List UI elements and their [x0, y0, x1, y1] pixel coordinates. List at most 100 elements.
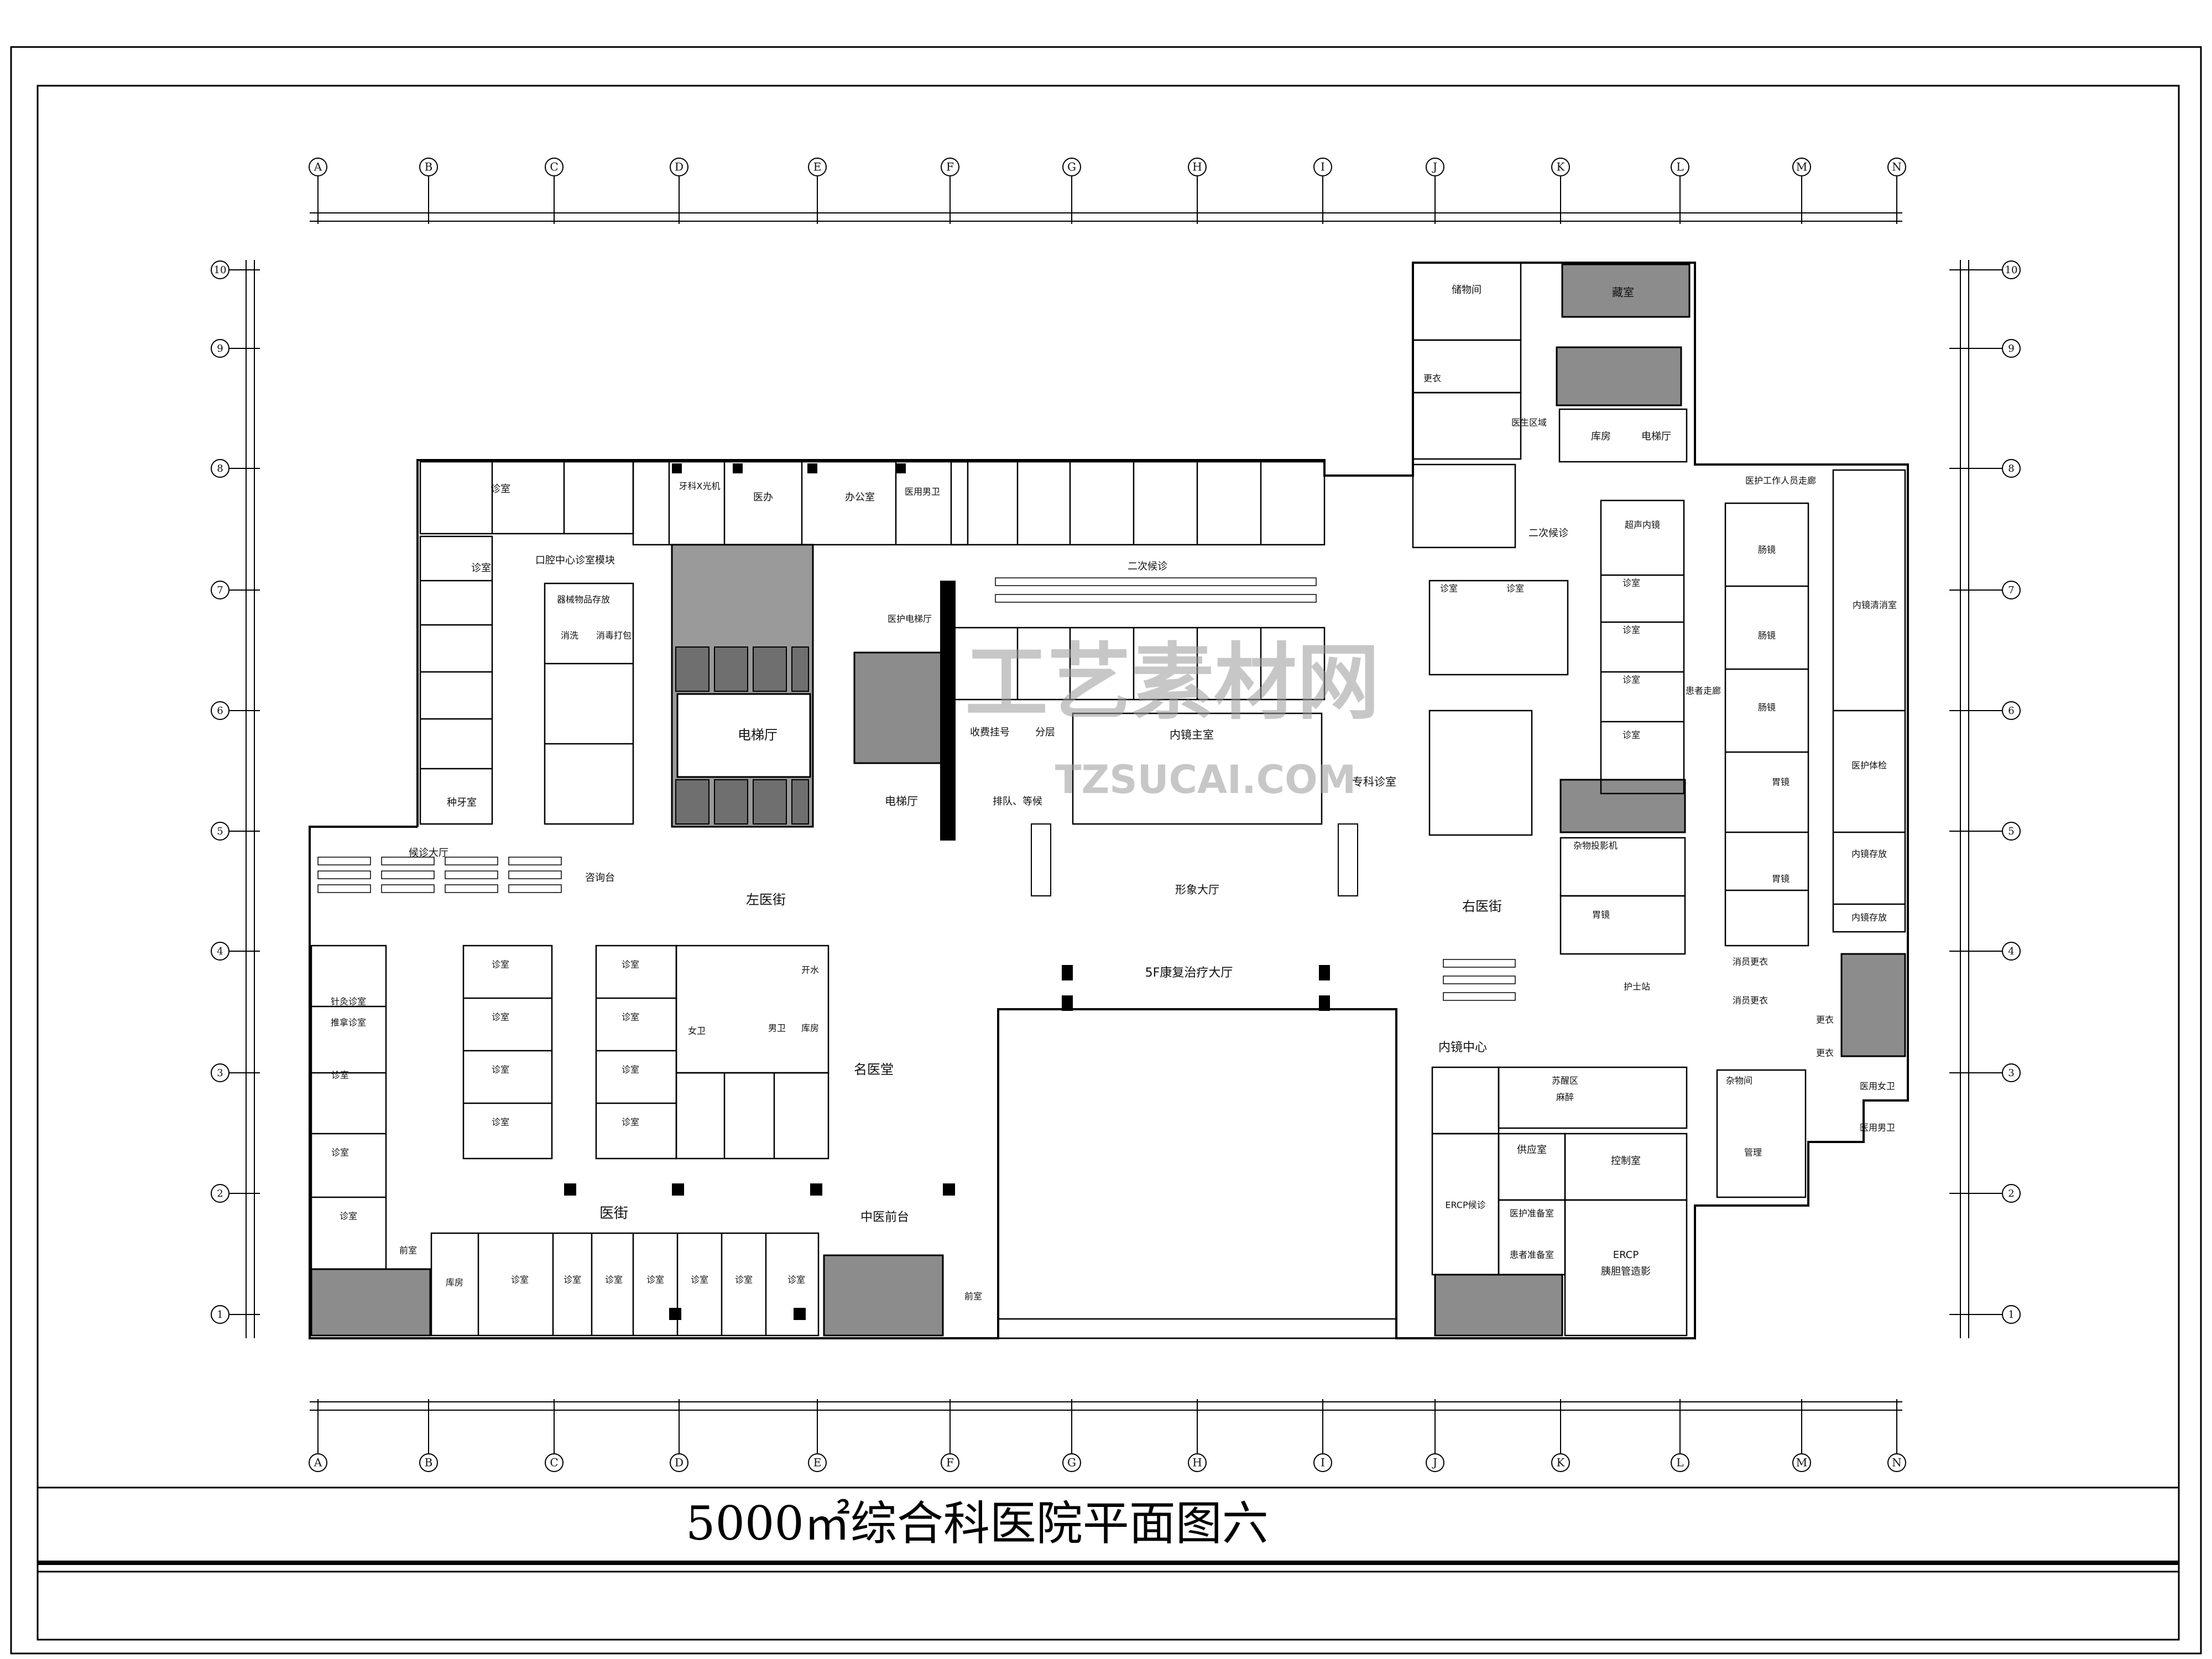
top-dimension-line	[310, 212, 1902, 222]
svg-text:C: C	[550, 1456, 558, 1469]
svg-text:N: N	[1892, 1456, 1902, 1469]
svg-text:4: 4	[217, 946, 223, 957]
watermark-en: TZSUCAI.COM	[1055, 757, 1356, 802]
label-exam-n2: 诊室	[622, 1012, 639, 1022]
elevator-hall-center	[676, 693, 811, 778]
label-male-wc: 男卫	[768, 1023, 786, 1034]
label-locker-r1: 更衣	[1816, 1015, 1834, 1025]
svg-text:8: 8	[217, 463, 223, 474]
label-sundries: 杂物间	[1726, 1076, 1752, 1086]
label-ercp: ERCP	[1613, 1249, 1639, 1261]
axis-top-I: I	[1313, 158, 1332, 224]
svg-text:7: 7	[217, 585, 223, 596]
axis-left-6: 6	[211, 701, 260, 720]
svg-text:A: A	[314, 160, 322, 174]
svg-text:N: N	[1892, 160, 1902, 174]
label-exam-l1: 诊室	[331, 1070, 349, 1081]
axis-left-1: 1	[211, 1305, 260, 1324]
svg-text:F: F	[946, 1456, 954, 1469]
elevator-shafts	[675, 646, 809, 825]
axis-left-7: 7	[211, 581, 260, 599]
axis-top-C: C	[545, 158, 564, 224]
partitions	[310, 262, 1906, 1339]
stair-core-top-right	[1561, 263, 1691, 318]
axis-bottom-H: H	[1188, 1399, 1207, 1472]
svg-text:1: 1	[217, 1309, 223, 1321]
label-gastroscopy-3: 胃镜	[1592, 910, 1610, 920]
label-gastroscopy-2: 胃镜	[1772, 874, 1790, 884]
label-endo-consult: 内镜主室	[1170, 728, 1214, 742]
structural-columns	[564, 463, 1330, 1320]
label-disinfect: 器械物品存放	[557, 594, 610, 605]
label-enteroscopy-2: 肠镜	[1758, 630, 1776, 641]
label-front-room-bl: 前室	[399, 1245, 417, 1256]
svg-text:3: 3	[217, 1067, 223, 1079]
label-oral-center: 口腔中心诊室模块	[535, 555, 615, 566]
label-warehouse-b: 库房	[446, 1277, 463, 1288]
stair-core-center-2	[853, 651, 947, 764]
label-exam-n1: 诊室	[622, 959, 639, 970]
label-elevator-hall: 电梯厅	[738, 727, 778, 743]
svg-text:E: E	[813, 160, 822, 174]
svg-text:7: 7	[2008, 585, 2014, 596]
axis-left-3: 3	[211, 1063, 260, 1082]
svg-text:E: E	[813, 1456, 822, 1469]
label-cashier: 收费挂号	[970, 727, 1010, 738]
room-labels: 口腔中心诊室模块 诊室 诊室 器械物品存放 消洗 消毒打包 种牙室 咨询台 候诊…	[331, 284, 1897, 1302]
stair-core-right	[1559, 779, 1686, 833]
svg-text:I: I	[1321, 160, 1325, 174]
label-right-street: 右医街	[1462, 899, 1502, 914]
svg-text:6: 6	[217, 705, 223, 717]
label-waiting-hall: 候诊大厅	[409, 847, 448, 859]
label-rehab-hall: 5F康复治疗大厅	[1145, 966, 1233, 980]
label-ercp-wait: ERCP候诊	[1445, 1200, 1485, 1211]
label-exam-m2: 诊室	[492, 1012, 509, 1022]
bottom-dimension-line	[310, 1401, 1902, 1411]
label-elevator-hall-2: 电梯厅	[885, 795, 918, 808]
label-exam-m1: 诊室	[492, 959, 509, 970]
svg-text:J: J	[1432, 1456, 1437, 1469]
svg-text:G: G	[1067, 1456, 1076, 1469]
label-queue: 排队、等候	[993, 796, 1042, 807]
label-left-street: 左医街	[746, 892, 786, 907]
label-warehouse-l: 库房	[801, 1023, 819, 1034]
axis-bottom-I: I	[1313, 1399, 1332, 1472]
label-recovery: 苏醒区	[1552, 1076, 1578, 1086]
label-exam-b3: 诊室	[605, 1275, 623, 1285]
svg-text:9: 9	[217, 343, 223, 354]
svg-text:M: M	[1796, 1456, 1807, 1469]
svg-text:5: 5	[2008, 826, 2014, 837]
label-doctor-area: 医生区域	[1511, 418, 1547, 428]
axis-bottom-C: C	[545, 1399, 564, 1472]
axis-top-F: F	[941, 158, 959, 224]
svg-text:K: K	[1557, 160, 1566, 174]
axis-bottom-L: L	[1671, 1399, 1689, 1472]
label-exam-n3: 诊室	[622, 1065, 639, 1075]
axis-top-N: N	[1887, 158, 1906, 224]
axis-top-D: D	[670, 158, 688, 224]
axis-top-A: A	[309, 158, 327, 224]
svg-text:4: 4	[2008, 946, 2014, 957]
axis-top-G: G	[1062, 158, 1081, 224]
svg-text:D: D	[675, 1456, 684, 1469]
left-dimension-line	[246, 260, 255, 1338]
label-storage-room: 储物间	[1452, 284, 1481, 296]
label-endo-storage-1: 内镜存放	[1851, 849, 1887, 859]
label-exam-b4: 诊室	[646, 1275, 664, 1285]
svg-text:3: 3	[2008, 1067, 2014, 1079]
axis-right-2: 2	[1949, 1184, 2021, 1203]
svg-text:G: G	[1067, 160, 1076, 174]
axis-bottom-B: B	[419, 1399, 438, 1472]
label-second-wait-top: 二次候诊	[1128, 561, 1167, 572]
label-enteroscopy-1: 肠镜	[1758, 545, 1776, 555]
label-treasure: 藏室	[1612, 286, 1634, 299]
axis-left-4: 4	[211, 942, 260, 961]
label-exam-n4: 诊室	[622, 1117, 639, 1128]
svg-text:2: 2	[217, 1188, 223, 1199]
svg-text:L: L	[1676, 1456, 1683, 1469]
label-office: 办公室	[845, 492, 875, 503]
label-triage: 分层	[1035, 727, 1055, 738]
label-anesthesia: 麻醉	[1556, 1092, 1574, 1103]
svg-text:H: H	[1192, 1456, 1202, 1469]
label-nurse-locker-1: 消员更衣	[1733, 957, 1768, 967]
